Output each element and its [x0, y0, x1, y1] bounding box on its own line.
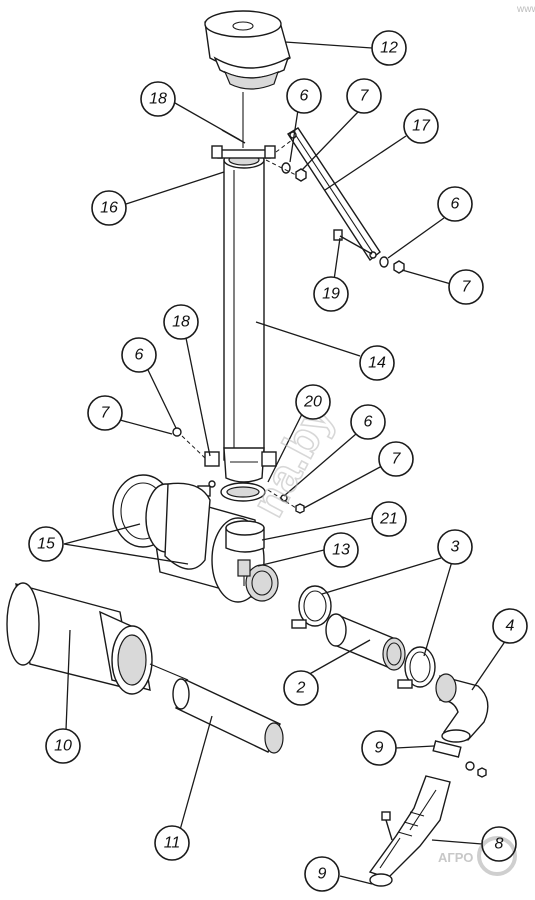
svg-text:9: 9 [375, 740, 384, 757]
svg-text:4: 4 [506, 618, 515, 635]
callout-12: 12 [371, 30, 407, 66]
agro-logo: АГРО [438, 836, 517, 876]
svg-text:3: 3 [451, 539, 460, 556]
air-cleaner-housing [112, 474, 279, 603]
svg-text:6: 6 [451, 196, 460, 213]
svg-text:6: 6 [135, 347, 144, 364]
connecting-hose [325, 613, 406, 671]
svg-text:10: 10 [54, 738, 72, 755]
svg-text:9: 9 [318, 866, 327, 883]
inner-tube [172, 678, 284, 754]
callout-6: 6 [437, 186, 473, 222]
callout-11: 11 [154, 825, 190, 861]
watermark-corner: www [516, 4, 535, 15]
svg-text:19: 19 [322, 286, 340, 303]
svg-text:16: 16 [100, 200, 118, 217]
svg-text:11: 11 [164, 835, 181, 852]
callout-6: 6 [121, 337, 157, 373]
intake-cap [204, 10, 291, 90]
svg-text:13: 13 [332, 542, 350, 559]
svg-text:18: 18 [149, 91, 167, 108]
svg-text:17: 17 [412, 118, 431, 135]
callout-9: 9 [361, 730, 397, 766]
svg-text:6: 6 [300, 88, 309, 105]
callout-16: 16 [91, 190, 127, 226]
svg-text:20: 20 [303, 394, 322, 411]
callout-14: 14 [359, 345, 395, 381]
callout-13: 13 [323, 532, 359, 568]
callout-19: 19 [313, 276, 349, 312]
callout-15: 15 [28, 526, 64, 562]
callout-6: 6 [286, 78, 322, 114]
svg-text:14: 14 [368, 355, 386, 372]
svg-text:18: 18 [172, 314, 190, 331]
svg-text:7: 7 [462, 279, 472, 296]
callout-9: 9 [304, 856, 340, 892]
svg-text:7: 7 [101, 405, 111, 422]
svg-text:2: 2 [296, 680, 306, 697]
svg-text:8: 8 [495, 836, 504, 853]
callout-6: 6 [350, 404, 386, 440]
elbow-fitting [435, 673, 489, 743]
callout-7: 7 [448, 269, 484, 305]
callout-21: 21 [371, 501, 407, 537]
svg-text:7: 7 [360, 88, 370, 105]
hose-clamp-upper [291, 585, 332, 629]
callout-7: 7 [346, 78, 382, 114]
svg-text:АГРО: АГРО [438, 850, 473, 865]
callout-2: 2 [283, 670, 319, 706]
callout-17: 17 [403, 108, 439, 144]
svg-text:21: 21 [379, 511, 398, 528]
callout-7: 7 [378, 441, 414, 477]
pre-cleaner-sleeve [6, 582, 153, 695]
hose-clamp-lower [397, 646, 436, 689]
callout-18: 18 [140, 81, 176, 117]
callout-4: 4 [492, 608, 528, 644]
callout-8: 8 [481, 826, 517, 862]
callout-18: 18 [163, 304, 199, 340]
leader-lines [63, 41, 507, 885]
callout-20: 20 [295, 384, 331, 420]
intake-pipe [204, 145, 277, 483]
callout-10: 10 [45, 728, 81, 764]
svg-text:7: 7 [392, 451, 402, 468]
lower-hose-assembly [368, 740, 487, 887]
svg-text:15: 15 [37, 536, 55, 553]
callout-3: 3 [437, 529, 473, 565]
callout-7: 7 [87, 395, 123, 431]
svg-text:6: 6 [364, 414, 373, 431]
svg-text:12: 12 [380, 40, 398, 57]
